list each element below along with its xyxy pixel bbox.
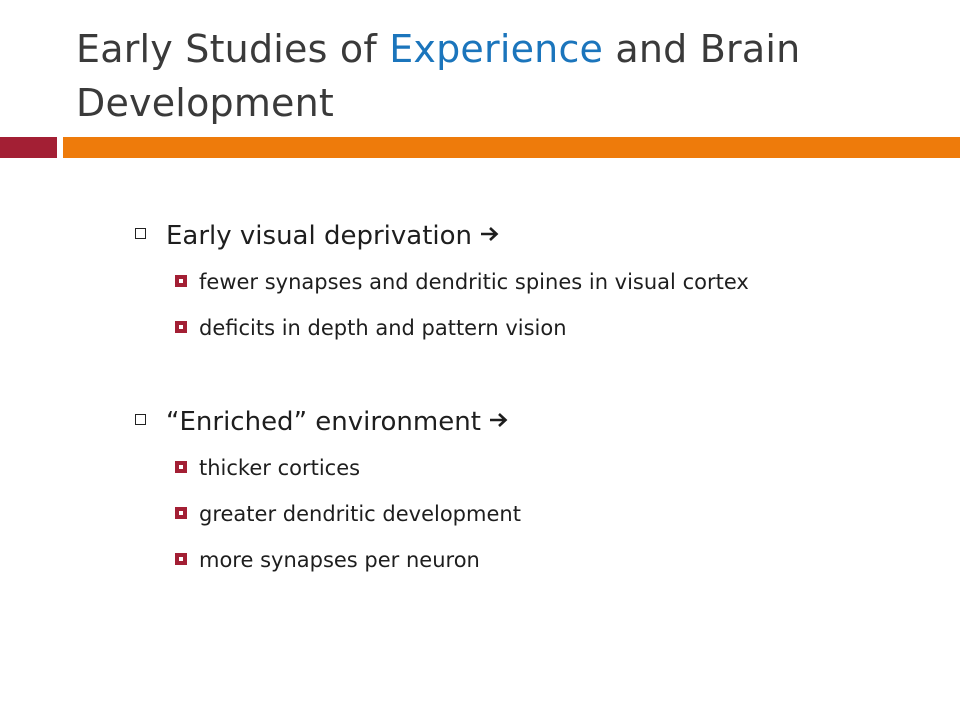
title-divider-left	[0, 137, 57, 158]
list-item: thicker cortices	[175, 454, 360, 482]
title-text-start: Early Studies of	[76, 27, 390, 71]
right-arrow-icon	[480, 219, 500, 251]
list-item-text: fewer synapses and dendritic spines in v…	[199, 270, 749, 294]
filled-square-bullet-icon	[175, 553, 187, 565]
right-arrow-icon	[489, 405, 509, 437]
slide-title: Early Studies of Experience and Brain De…	[76, 22, 936, 130]
title-accent-word: Experience	[389, 27, 604, 71]
list-item-text: thicker cortices	[199, 456, 361, 480]
filled-square-bullet-icon	[175, 321, 187, 333]
title-divider-right	[63, 137, 960, 158]
list-item: deficits in depth and pattern vision	[175, 314, 567, 342]
list-item-text: deficits in depth and pattern vision	[199, 316, 567, 340]
section-heading-text: “Enriched” environment	[166, 407, 481, 437]
filled-square-bullet-icon	[175, 461, 187, 473]
section-heading-visual-deprivation: Early visual deprivation	[135, 220, 500, 253]
title-text-end: and Brain Development	[76, 27, 801, 125]
filled-square-bullet-icon	[175, 507, 187, 519]
hollow-square-bullet-icon	[135, 414, 146, 425]
filled-square-bullet-icon	[175, 275, 187, 287]
hollow-square-bullet-icon	[135, 228, 146, 239]
list-item-text: greater dendritic development	[199, 502, 521, 526]
list-item: greater dendritic development	[175, 500, 521, 528]
list-item-text: more synapses per neuron	[199, 548, 480, 572]
list-item: fewer synapses and dendritic spines in v…	[175, 268, 749, 296]
section-heading-text: Early visual deprivation	[166, 221, 473, 251]
list-item: more synapses per neuron	[175, 546, 480, 574]
section-heading-enriched-environment: “Enriched” environment	[135, 406, 509, 439]
